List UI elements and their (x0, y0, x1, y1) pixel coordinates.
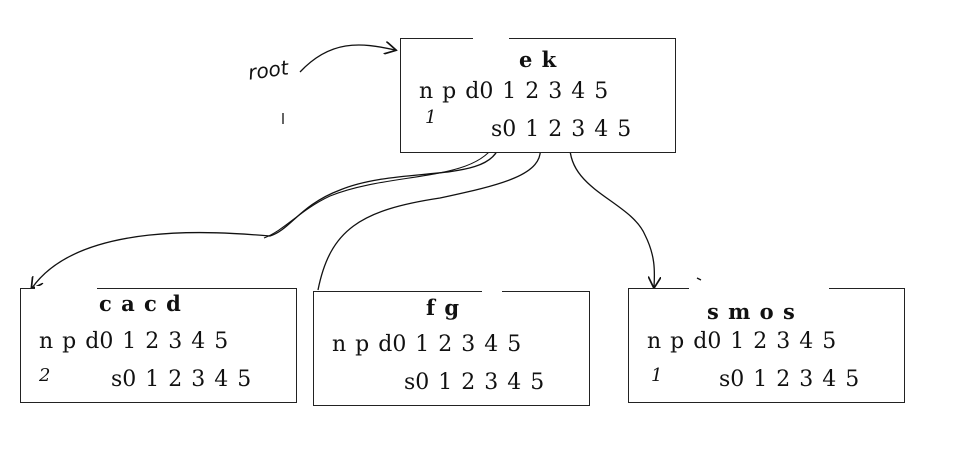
btree-node-child-1: c a c d n p d0 1 2 3 4 5 2 s0 1 2 3 4 5 (20, 286, 297, 403)
stray-mark (696, 277, 702, 281)
btree-node-child-3: s m o s n p d0 1 2 3 4 5 1 s0 1 2 3 4 5 (628, 286, 905, 403)
node-row-pointers: n p d0 1 2 3 4 5 (332, 332, 522, 357)
node-row-pointers: n p d0 1 2 3 4 5 (419, 79, 609, 104)
edge-root-child3 (569, 139, 655, 287)
edge-root-child1 (32, 141, 501, 288)
node-row-sizes: s0 1 2 3 4 5 (111, 367, 252, 392)
node-row-pointers: n p d0 1 2 3 4 5 (647, 329, 837, 354)
edge-root-child1-trace (263, 145, 495, 239)
node-row-sizes: s0 1 2 3 4 5 (491, 117, 632, 142)
node-row-pointers: n p d0 1 2 3 4 5 (39, 329, 229, 354)
btree-node-child-2: f g n p d0 1 2 3 4 5 s0 1 2 3 4 5 (313, 289, 590, 406)
node-row-sizes: s0 1 2 3 4 5 (404, 370, 545, 395)
node-keys: s m o s (707, 299, 796, 324)
node-count-mark: 1 (425, 107, 437, 128)
edge-root-child2 (317, 145, 541, 291)
node-keys: f g (426, 295, 461, 320)
root-pointer-arrow (299, 45, 395, 73)
btree-node-root: e k n p d0 1 2 3 4 5 1 s0 1 2 3 4 5 (400, 36, 676, 153)
node-count-mark: 1 (651, 365, 663, 386)
node-keys: e k (519, 47, 558, 72)
node-keys: c a c d (99, 291, 182, 316)
node-row-sizes: s0 1 2 3 4 5 (719, 367, 860, 392)
node-count-mark: 2 (39, 365, 51, 386)
